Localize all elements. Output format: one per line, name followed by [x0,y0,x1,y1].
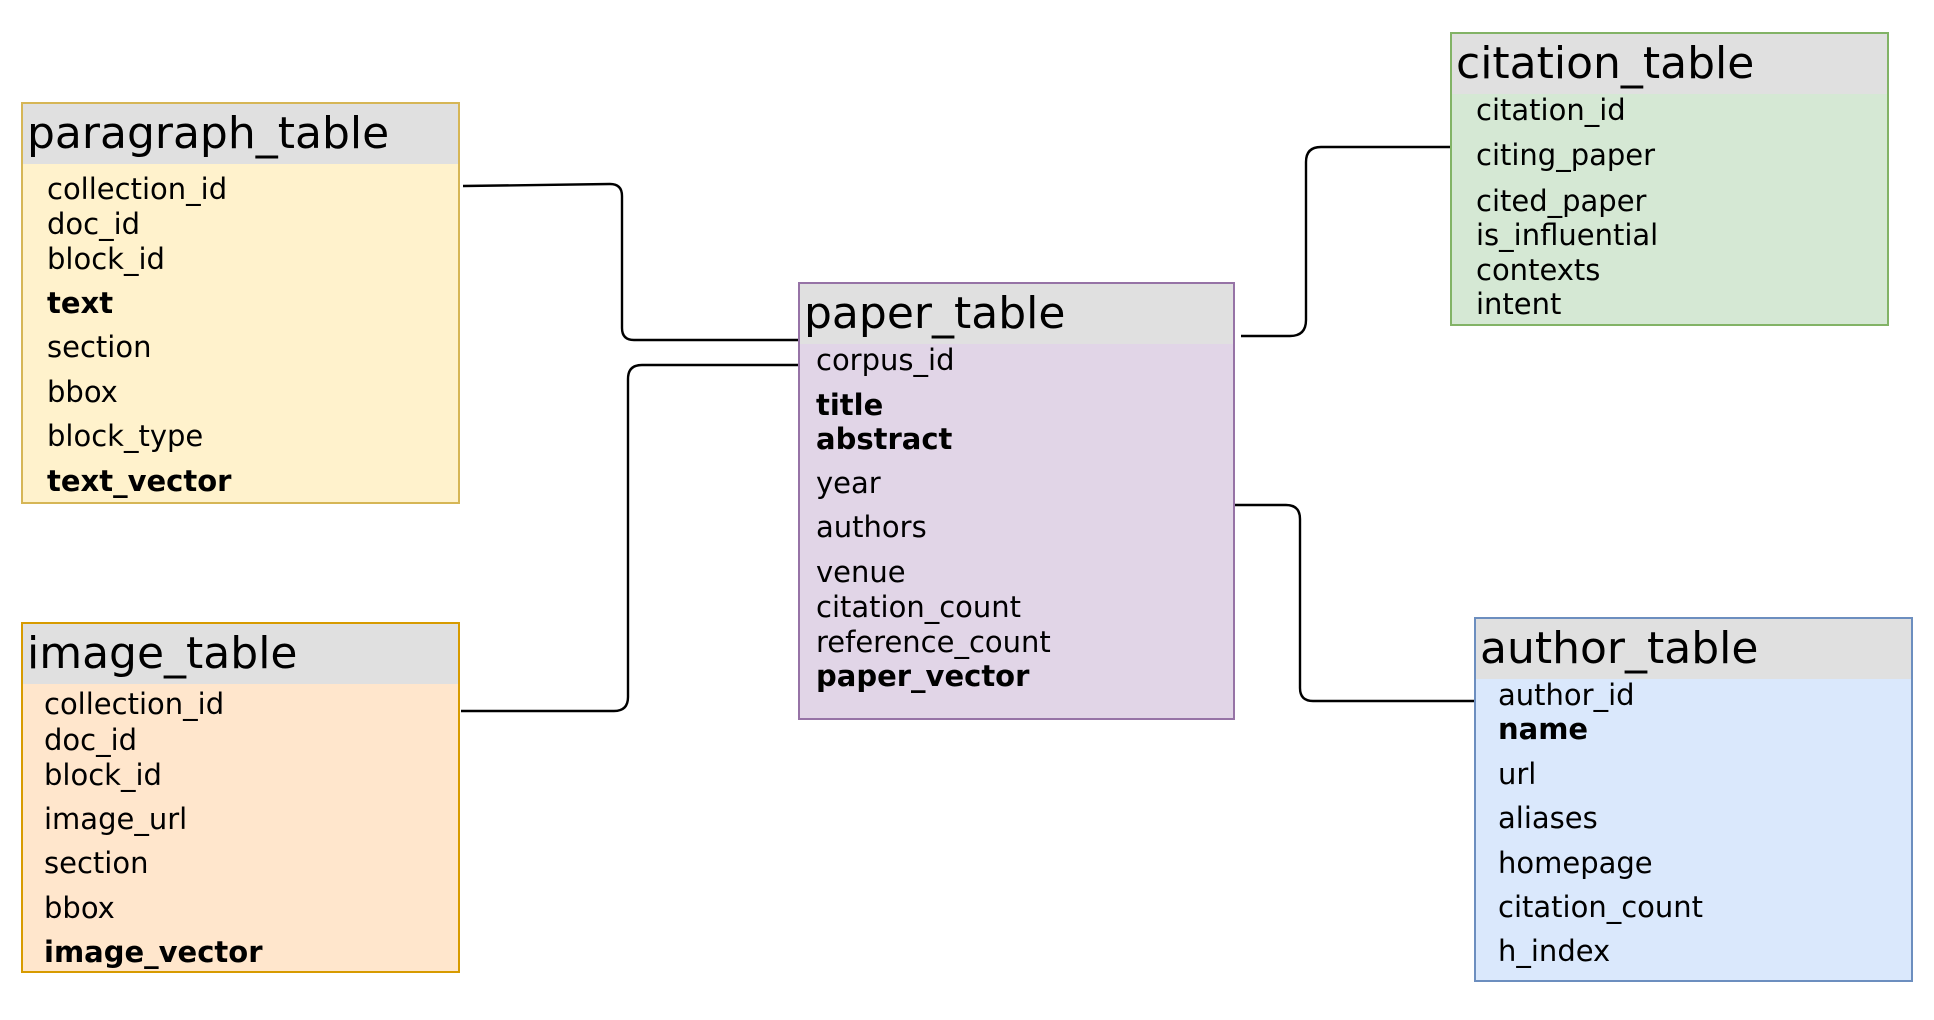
paragraph-table-field-bbox: bbox [47,375,118,409]
paragraph-table-field-block-id: block_id [47,242,165,276]
author-table-field-url: url [1498,757,1537,791]
paper-table-field-citation-count: citation_count [816,590,1022,624]
citation-table-field-citing-paper: citing_paper [1476,138,1656,172]
author-table-field-h-index: h_index [1498,934,1611,968]
image-table-field-collection-id: collection_id [44,687,225,721]
author-table-field-aliases: aliases [1498,801,1598,835]
connector-paper-citation [1241,145,1450,338]
image-table-field-doc-id: doc_id [44,723,138,757]
paper-table-field-corpus-id: corpus_id [816,343,955,377]
paragraph-table-field-collection-id: collection_id [47,172,228,206]
image-table-field-section: section [44,846,149,880]
paper-table-field-abstract: abstract [816,422,953,456]
paragraph-table-field-block-type: block_type [47,419,204,453]
paper-table-field-venue: venue [816,555,906,589]
citation-table-field-is-influential: is_influential [1476,218,1659,252]
image-table-field-image-vector: image_vector [44,935,263,969]
author-table-field-citation-count: citation_count [1498,890,1704,924]
image-table-field-block-id: block_id [44,758,162,792]
paper-table-title: paper_table [800,284,1233,344]
paragraph-table-field-section: section [47,330,152,364]
author-table-field-homepage: homepage [1498,846,1653,880]
connector-paper-author [1234,503,1475,703]
paper-table-field-reference-count: reference_count [816,625,1051,659]
author-table-title: author_table [1476,619,1911,679]
connector-image-paper [461,363,798,713]
citation-table-field-citation-id: citation_id [1476,93,1626,127]
author-table-field-author-id: author_id [1498,678,1635,712]
paragraph-table-title: paragraph_table [23,104,458,164]
paper-table-field-authors: authors [816,510,927,544]
image-table-field-image-url: image_url [44,802,188,836]
paragraph-table-field-doc-id: doc_id [47,207,141,241]
paper-table-field-year: year [816,466,881,500]
citation-table-field-contexts: contexts [1476,253,1601,287]
paper-table-field-title: title [816,388,884,422]
citation-table-field-intent: intent [1476,287,1562,321]
author-table-field-name: name [1498,712,1589,746]
image-table-field-bbox: bbox [44,891,115,925]
connector-paragraph-paper [462,182,798,342]
paper-table-field-paper-vector: paper_vector [816,659,1030,693]
citation-table-field-cited-paper: cited_paper [1476,184,1647,218]
paragraph-table-field-text: text [47,286,114,320]
citation-table-title: citation_table [1452,34,1887,94]
paragraph-table-field-text-vector: text_vector [47,464,232,498]
image-table-title: image_table [23,624,458,684]
